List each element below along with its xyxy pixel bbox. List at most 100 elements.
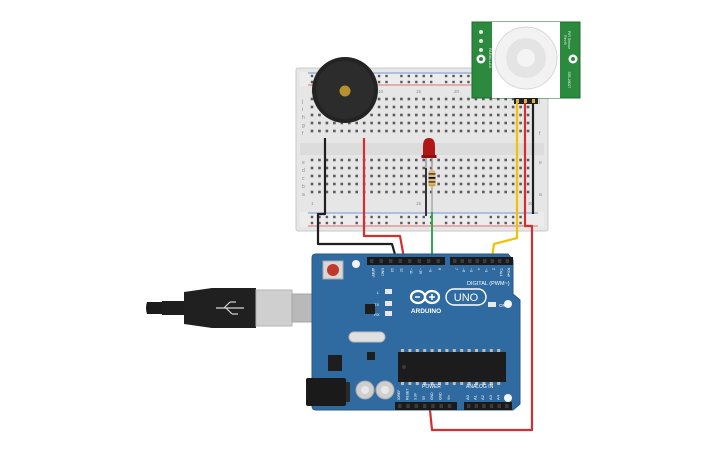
digital-pin-label: 7 <box>454 268 458 270</box>
board-hole-2 <box>504 300 512 308</box>
power-pin-label: IOREF <box>397 390 401 400</box>
board-hole-1 <box>352 260 360 268</box>
power-pin-label: 5V <box>422 395 426 400</box>
resistor-band-2 <box>428 177 436 179</box>
row-label-a-right: a <box>539 192 542 198</box>
analog-pin-label: A4 <box>495 394 500 400</box>
power-jack[interactable] <box>306 378 346 406</box>
usb-cable[interactable] <box>146 288 323 328</box>
row-label-c: c <box>302 176 305 182</box>
digital-pin-label: ~10 <box>419 268 423 274</box>
led-tx <box>385 301 392 306</box>
analog-header <box>464 402 512 410</box>
row-label-j-right: j <box>538 99 540 105</box>
digital-pin-label: 13 <box>390 268 394 272</box>
atmega-chip <box>398 349 506 385</box>
power-pin-label: GND <box>439 392 443 400</box>
pir-title-label: PIR Sensor <box>567 31 571 50</box>
wire-buzzer-gnd[interactable] <box>316 138 398 259</box>
voltage-regulator <box>328 355 342 371</box>
pir-part-label: 555-28027 <box>567 72 571 89</box>
power-rail-bottom <box>300 212 544 227</box>
reset-button[interactable] <box>322 260 344 280</box>
power-pin-label: RESET <box>405 389 409 400</box>
row-label-e-right: e <box>539 160 542 166</box>
led-tx-label: TX <box>374 302 379 307</box>
col-label-10: 10 <box>378 89 384 94</box>
pir-rev-label: Rev B <box>563 35 567 45</box>
col-label-15-bottom: 15 <box>416 201 422 206</box>
center-channel <box>300 143 544 155</box>
resistor-band-3 <box>428 181 436 183</box>
piezo-buzzer[interactable] <box>312 57 378 123</box>
power-pin-label: 3.3V <box>414 392 418 400</box>
usb-icon <box>216 301 244 315</box>
led-l <box>385 289 392 294</box>
row-label-a: a <box>302 192 305 198</box>
resistor-band-4 <box>428 184 436 186</box>
chip-tiny <box>367 352 375 360</box>
row-label-h: h <box>302 115 305 121</box>
analog-label: ANALOG IN <box>466 384 494 390</box>
digital-pin-label: 12 <box>400 268 404 272</box>
row-label-g: g <box>302 123 305 129</box>
wire-buzzer-signal[interactable] <box>362 138 406 259</box>
col-label-30-bottom: 30 <box>528 201 534 206</box>
row-label-i: i <box>302 107 303 113</box>
resistor[interactable] <box>428 166 436 212</box>
pir-brand-label: PARALLAX <box>488 48 493 69</box>
analog-pin-label: A0 <box>465 394 470 400</box>
digital-pin-label: ~5 <box>469 268 473 272</box>
row-label-d: d <box>302 168 305 174</box>
brand-label: ARDUINO <box>411 308 441 315</box>
capacitor-1 <box>355 380 375 400</box>
row-label-f-right: f <box>539 131 541 137</box>
analog-pin-label: A1 <box>473 394 478 400</box>
digital-pin-label: ~3 <box>484 268 488 272</box>
digital-pin-label: TX▸1 <box>499 268 503 276</box>
led-red[interactable] <box>421 138 437 168</box>
row-label-e: e <box>302 160 305 166</box>
digital-pin-label: ~9 <box>428 268 432 272</box>
arduino-logo-icon <box>409 289 441 305</box>
analog-pin-label: A5 <box>503 394 508 400</box>
analog-pin-label: A3 <box>488 394 493 400</box>
rail-holes-bottom <box>310 215 522 225</box>
resistor-band-1 <box>428 173 436 175</box>
row-label-f: f <box>302 131 304 137</box>
digital-pin-label: 8 <box>438 268 442 270</box>
digital-pin-label: 2 <box>492 268 496 270</box>
board-hole-3 <box>504 394 512 402</box>
digital-pin-label: AREF <box>371 268 375 278</box>
led-l-label: L <box>377 290 380 295</box>
power-pin-label: Vin <box>447 395 451 400</box>
digital-pin-label: ~6 <box>462 268 466 272</box>
crystal-oscillator <box>348 331 386 343</box>
led-on <box>488 302 496 307</box>
model-label: UNO <box>454 292 479 304</box>
digital-pin-label: 4 <box>477 268 481 270</box>
digital-pin-label: RX◂0 <box>507 268 511 277</box>
led-rx-label: RX <box>374 312 380 317</box>
power-label: POWER <box>422 384 441 390</box>
wire-pir-out[interactable] <box>490 103 519 259</box>
wire-pir-vcc[interactable] <box>428 103 534 432</box>
on-label: ON <box>499 303 506 308</box>
digital-header-left <box>367 257 445 265</box>
pir-sensor[interactable]: PARALLAX PIR Sensor Rev B 555-28027 <box>471 21 581 104</box>
buzzer-center-icon <box>339 85 351 97</box>
analog-pin-label: A2 <box>480 394 485 400</box>
digital-pin-label: ~11 <box>409 268 413 274</box>
digital-header-right <box>450 257 513 265</box>
row-label-j: j <box>301 99 303 105</box>
wires <box>316 103 535 432</box>
col-label-1-bottom: 1 <box>311 201 314 206</box>
digital-label: DIGITAL (PWM~) <box>467 281 510 287</box>
row-label-b: b <box>302 184 305 190</box>
